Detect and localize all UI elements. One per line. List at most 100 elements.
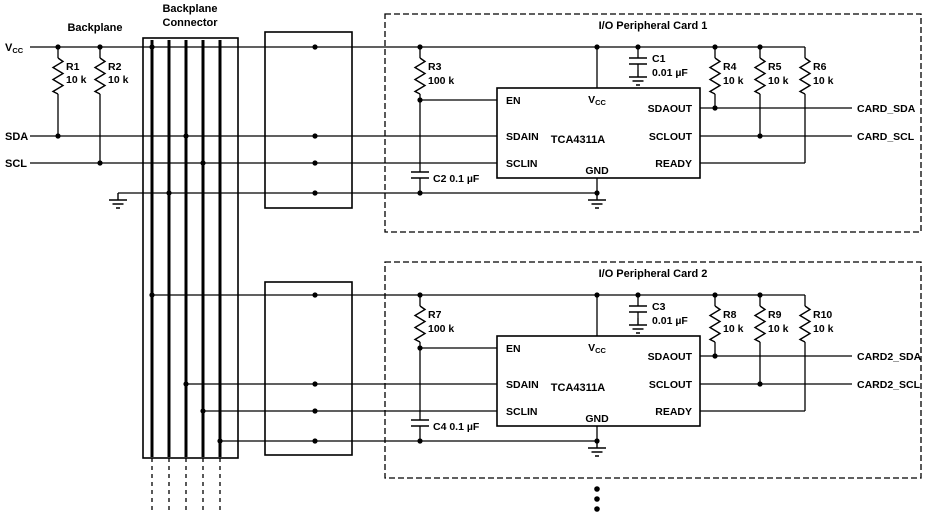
card2-edge-connector-box <box>264 281 353 456</box>
resistor-r4: R4 10 k <box>708 57 744 95</box>
junction-dot <box>312 381 318 387</box>
resistor-ref: R9 <box>768 309 782 321</box>
backplane-connector <box>142 37 239 512</box>
ellipsis-dot <box>594 496 600 502</box>
resistor-symbol <box>93 57 107 95</box>
ic2-pin-ready: READY <box>655 406 692 418</box>
resistor-ref: R1 <box>66 61 80 73</box>
resistor-value: 10 k <box>723 323 744 335</box>
ground-symbol-c3 <box>629 318 647 334</box>
capacitor-symbol <box>629 57 647 65</box>
backplane-connector-label-line1: Backplane <box>162 3 217 15</box>
card1-dashed-border <box>384 13 922 233</box>
ic2-pin-vcc: VCC <box>588 342 606 355</box>
resistor-symbol <box>708 57 722 95</box>
net-label-scl: SCL <box>5 158 27 170</box>
backplane-bus-continuation <box>151 458 221 512</box>
junction-dot <box>594 190 600 196</box>
resistor-value: 10 k <box>66 74 87 86</box>
net-label-sda: SDA <box>5 131 28 143</box>
resistor-value: 10 k <box>813 75 834 87</box>
junction-dot <box>757 381 763 387</box>
junction-dot <box>635 292 641 298</box>
junction-dot <box>757 133 763 139</box>
ic1-pin-sclin: SCLIN <box>506 158 538 170</box>
resistor-symbol <box>753 57 767 95</box>
more-cards-ellipsis <box>594 486 600 512</box>
junction-dot <box>97 160 103 166</box>
junction-dot <box>55 44 61 50</box>
junction-dot <box>217 438 223 444</box>
resistor-value: 100 k <box>428 75 454 87</box>
capacitor-c3: C3 0.01 µF <box>629 301 688 327</box>
ic1-pin-sdaout: SDAOUT <box>648 103 693 115</box>
ic1-pin-en: EN <box>506 95 521 107</box>
junction-dot <box>312 438 318 444</box>
junction-dot <box>757 292 763 298</box>
resistor-symbol <box>753 305 767 343</box>
capacitor-label: C4 0.1 µF <box>433 421 480 433</box>
capacitor-ref: C3 <box>652 301 666 313</box>
resistor-symbol <box>708 305 722 343</box>
capacitor-symbol <box>411 171 429 179</box>
resistor-value: 10 k <box>768 75 789 87</box>
resistor-ref: R3 <box>428 61 442 73</box>
resistor-symbol <box>413 305 427 343</box>
resistor-ref: R6 <box>813 61 827 73</box>
resistor-symbol <box>798 57 812 95</box>
card1-output-scl-label: CARD_SCL <box>857 131 915 143</box>
ic2-pin-en: EN <box>506 343 521 355</box>
resistor-symbol <box>413 57 427 95</box>
card2-output-scl-label: CARD2_SCL <box>857 379 921 391</box>
junction-dot <box>149 44 155 50</box>
junction-dot <box>712 353 718 359</box>
resistor-r5: R5 10 k <box>753 57 789 95</box>
resistor-value: 10 k <box>813 323 834 335</box>
junction-dot <box>417 97 423 103</box>
ic2-pin-sclin: SCLIN <box>506 406 538 418</box>
backplane-connector-label-line2: Connector <box>163 17 219 29</box>
junction-dot <box>183 381 189 387</box>
card2-title: I/O Peripheral Card 2 <box>599 268 708 280</box>
wire-r3-en-c2 <box>419 47 497 193</box>
ic1-pin-gnd: GND <box>585 165 609 177</box>
wire-r7-en-c4 <box>419 295 497 441</box>
ic1-pin-sdain: SDAIN <box>506 131 539 143</box>
capacitor-symbol <box>629 305 647 313</box>
junction-dot <box>55 133 61 139</box>
ic1-part-number: TCA4311A <box>551 134 605 146</box>
junction-dot <box>417 292 423 298</box>
junction-dot <box>166 190 172 196</box>
resistor-value: 10 k <box>723 75 744 87</box>
ground-symbol-ic2 <box>588 441 606 457</box>
junction-dot <box>149 292 155 298</box>
junction-dots <box>55 44 763 444</box>
resistor-ref: R8 <box>723 309 737 321</box>
capacitor-symbol <box>411 419 429 427</box>
junction-dot <box>417 44 423 50</box>
resistor-value: 100 k <box>428 323 454 335</box>
resistor-r3: R3 100 k <box>413 57 454 95</box>
resistor-r7: R7 100 k <box>413 305 454 343</box>
resistor-r8: R8 10 k <box>708 305 744 343</box>
capacitor-label: C2 0.1 µF <box>433 173 480 185</box>
junction-dot <box>417 190 423 196</box>
net-label-vcc: VCC <box>5 42 24 55</box>
wires-bottom-section <box>152 294 852 442</box>
backplane-bus-lines <box>150 40 222 457</box>
resistor-r1: R1 10 k <box>51 57 87 95</box>
junction-dot <box>183 133 189 139</box>
capacitor-c2: C2 0.1 µF <box>411 171 480 185</box>
resistor-value: 10 k <box>768 323 789 335</box>
resistor-r10: R10 10 k <box>798 305 834 343</box>
junction-dot <box>712 44 718 50</box>
junction-dot <box>594 292 600 298</box>
ic2-pin-sdain: SDAIN <box>506 379 539 391</box>
junction-dot <box>312 292 318 298</box>
ground-symbol-ic1 <box>588 193 606 209</box>
junction-dot <box>712 105 718 111</box>
junction-dot <box>635 44 641 50</box>
junction-dot <box>312 160 318 166</box>
card2-dashed-border <box>384 261 922 479</box>
capacitor-value: 0.01 µF <box>652 315 688 327</box>
